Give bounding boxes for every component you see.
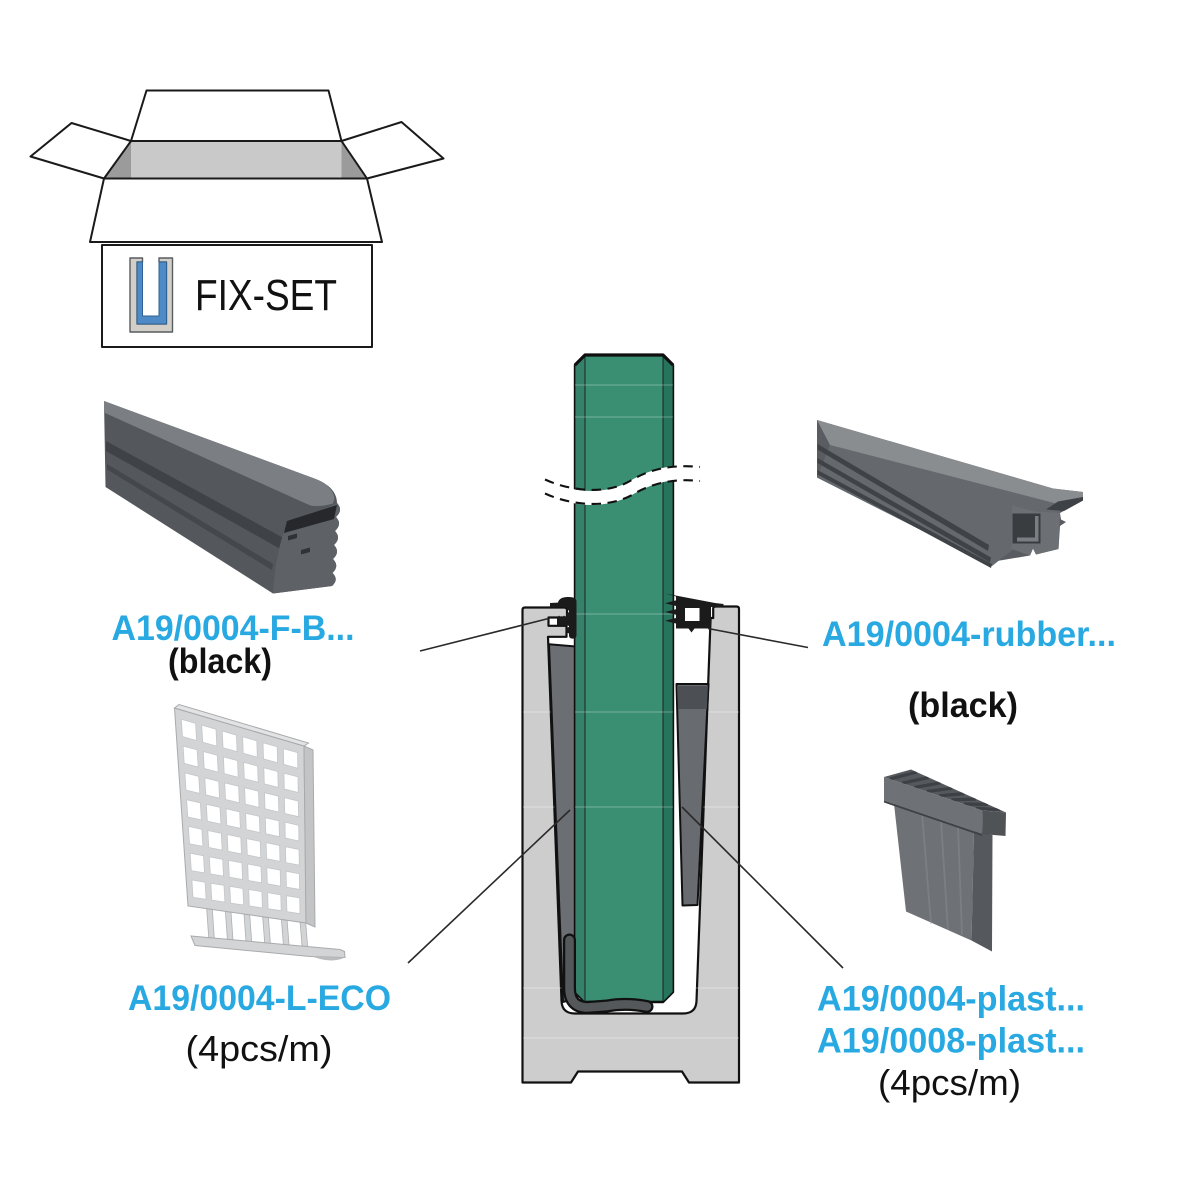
svg-text:(black): (black): [908, 686, 1018, 725]
svg-text:A19/0008-plast...: A19/0008-plast...: [817, 1022, 1085, 1061]
svg-text:FIX-SET: FIX-SET: [195, 271, 337, 320]
svg-text:(black): (black): [168, 642, 272, 681]
svg-text:(4pcs/m): (4pcs/m): [186, 1028, 333, 1069]
svg-text:A19/0004-plast...: A19/0004-plast...: [817, 980, 1085, 1019]
svg-text:A19/0004-F-B...: A19/0004-F-B...: [112, 609, 355, 648]
svg-text:(4pcs/m): (4pcs/m): [878, 1062, 1021, 1103]
svg-text:A19/0004-L-ECO: A19/0004-L-ECO: [128, 979, 391, 1018]
svg-text:A19/0004-rubber...: A19/0004-rubber...: [822, 615, 1116, 654]
